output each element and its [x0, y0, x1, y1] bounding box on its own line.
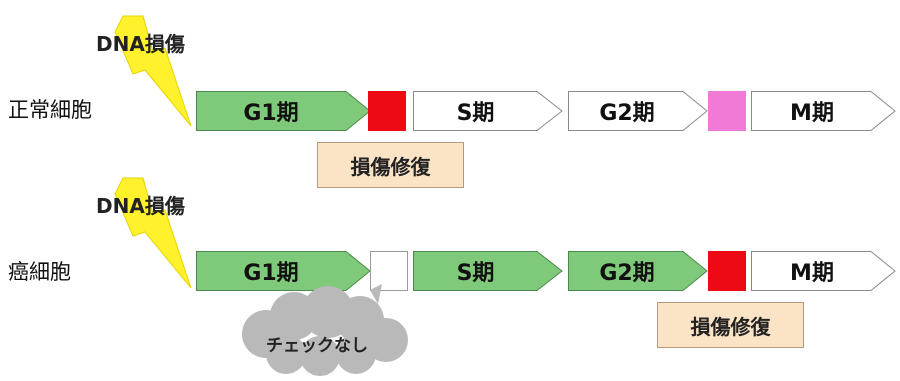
- phase-label-m-cancer: M期: [790, 261, 834, 286]
- dna-damage-label: DNA損傷: [96, 194, 185, 218]
- phase-label-g2-normal: G2期: [599, 101, 655, 126]
- no-check-label: チェックなし: [266, 336, 368, 356]
- cancer-cell-label: 癌細胞: [8, 260, 71, 284]
- checkpoint-g2m-normal: [708, 91, 746, 131]
- phase-arrow-g1-normal: [196, 91, 371, 131]
- lightning-bolt-icon: [114, 15, 192, 127]
- dna-damage-label: DNA損傷: [96, 32, 185, 56]
- phase-arrow-m-normal: [751, 91, 896, 131]
- phase-label-g1-cancer: G1期: [243, 261, 299, 286]
- phase-arrow-g2-cancer: [568, 251, 708, 291]
- damage-repair-badge-cancer: 損傷修復: [657, 302, 804, 348]
- phase-arrow-s-cancer: [413, 251, 563, 291]
- checkpoint-g1s-cancer-empty: [370, 251, 408, 291]
- phase-arrow-g2-normal: [568, 91, 708, 131]
- phase-arrow-s-normal: [413, 91, 563, 131]
- damage-repair-badge-normal: 損傷修復: [317, 142, 464, 188]
- no-check-cloud-icon: [242, 284, 408, 376]
- phase-label-s-cancer: S期: [456, 261, 495, 286]
- phase-label-m-normal: M期: [790, 101, 834, 126]
- lightning-bolt-icon: [114, 177, 192, 289]
- phase-label-g1-normal: G1期: [243, 101, 299, 126]
- phase-label-s-normal: S期: [456, 101, 495, 126]
- phase-arrow-m-cancer: [751, 251, 896, 291]
- checkpoint-g2m-cancer: [708, 251, 746, 291]
- normal-cell-label: 正常細胞: [8, 98, 92, 122]
- checkpoint-g1s-normal: [368, 91, 406, 131]
- phase-label-g2-cancer: G2期: [599, 261, 655, 286]
- phase-arrow-g1-cancer: [196, 251, 371, 291]
